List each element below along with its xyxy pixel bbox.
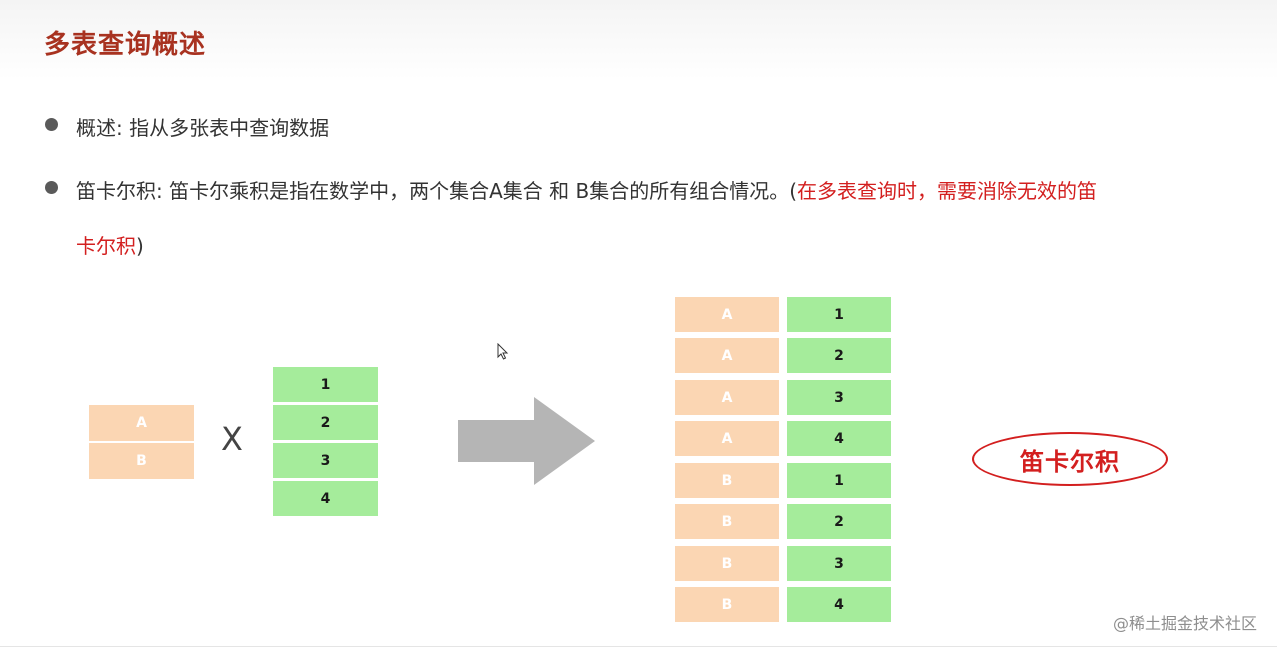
result-left-cell: A	[675, 421, 779, 456]
set-a-cell: B	[89, 443, 194, 479]
result-right-cell: 1	[787, 297, 891, 332]
cartesian-closing-paren: )	[136, 234, 144, 258]
result-left-cell: B	[675, 463, 779, 498]
oval-label: 笛卡尔积	[1020, 447, 1120, 476]
header-band	[0, 0, 1277, 80]
mouse-cursor-icon	[497, 343, 509, 360]
cartesian-text-line2: 卡尔积)	[76, 230, 144, 259]
set-b-cell: 2	[273, 405, 378, 440]
cartesian-product-oval: 笛卡尔积	[972, 432, 1168, 486]
result-right-cell: 1	[787, 463, 891, 498]
result-left-cell: B	[675, 504, 779, 539]
result-right-cell: 3	[787, 546, 891, 581]
set-b-cell: 3	[273, 443, 378, 478]
multiply-symbol: X	[221, 420, 243, 458]
bullet-dot	[45, 181, 58, 194]
result-right-cell: 2	[787, 338, 891, 373]
result-left-cell: B	[675, 546, 779, 581]
cartesian-note-highlight-cont: 卡尔积	[76, 234, 136, 258]
result-right-cell: 4	[787, 421, 891, 456]
cartesian-definition: 笛卡尔积: 笛卡尔乘积是指在数学中，两个集合A集合 和 B集合的所有组合情况。(	[76, 179, 798, 203]
set-a-cell: A	[89, 405, 194, 441]
arrow-right-icon	[458, 397, 595, 485]
watermark: @稀土掘金技术社区	[1112, 614, 1257, 633]
result-left-cell: B	[675, 587, 779, 622]
bullet-dot	[45, 118, 58, 131]
overview-text: 概述: 指从多张表中查询数据	[76, 116, 330, 140]
result-left-cell: A	[675, 297, 779, 332]
result-right-cell: 4	[787, 587, 891, 622]
cartesian-note-highlight: 在多表查询时，需要消除无效的笛	[797, 179, 1098, 203]
result-left-cell: A	[675, 380, 779, 415]
set-b-cell: 1	[273, 367, 378, 402]
cartesian-text: 笛卡尔积: 笛卡尔乘积是指在数学中，两个集合A集合 和 B集合的所有组合情况。(…	[76, 175, 1097, 204]
divider	[0, 646, 1277, 647]
set-b-cell: 4	[273, 481, 378, 516]
result-right-cell: 3	[787, 380, 891, 415]
page-title: 多表查询概述	[44, 30, 207, 60]
result-right-cell: 2	[787, 504, 891, 539]
result-left-cell: A	[675, 338, 779, 373]
